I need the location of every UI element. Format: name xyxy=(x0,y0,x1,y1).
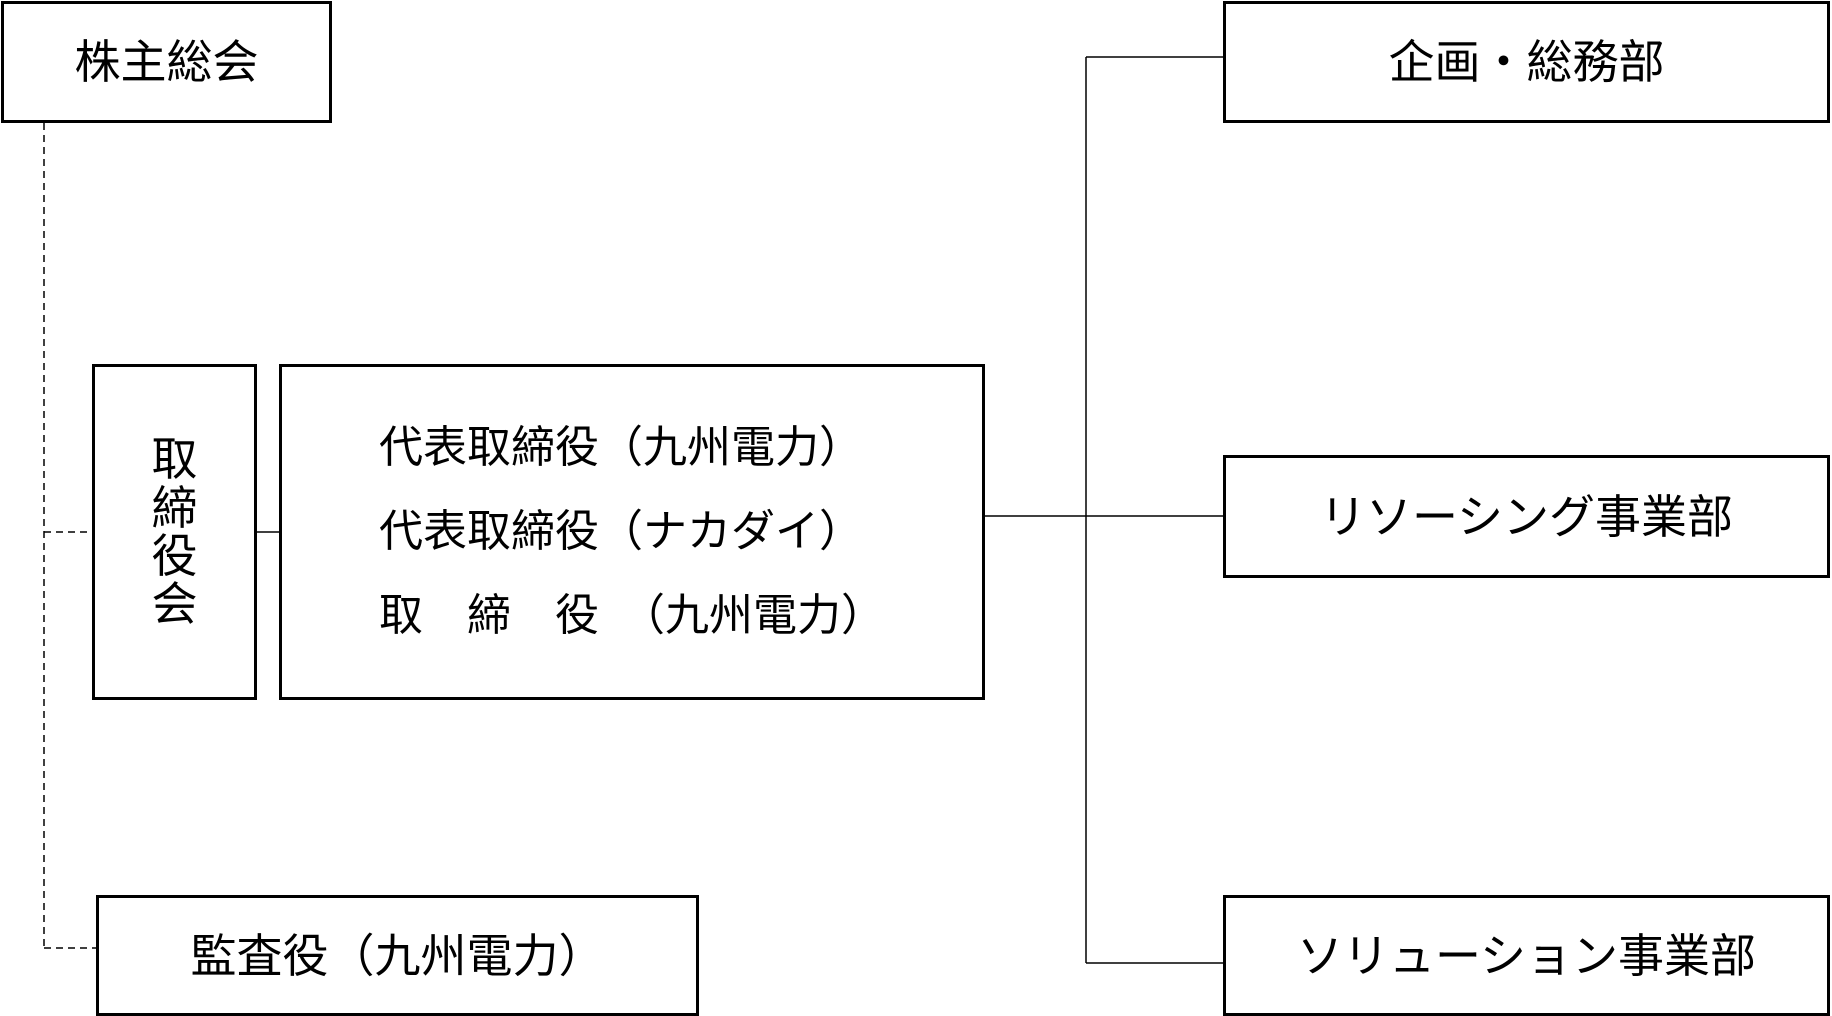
directors-box: 代表取締役（九州電力） 代表取締役（ナカダイ） 取 締 役 （九州電力） xyxy=(279,364,985,700)
director-item: 代表取締役（九州電力） xyxy=(379,422,863,473)
director-item: 代表取締役（ナカダイ） xyxy=(379,506,863,557)
board-label-char: 締 xyxy=(151,480,198,535)
department-box-planning: 企画・総務部 xyxy=(1223,1,1830,123)
shareholders-meeting-box: 株主総会 xyxy=(1,1,332,123)
board-label-char: 会 xyxy=(151,577,198,632)
board-label-char: 役 xyxy=(151,529,198,583)
auditor-label: 監査役（九州電力） xyxy=(190,928,605,983)
department-box-resourcing: リソーシング事業部 xyxy=(1223,455,1830,578)
auditor-box: 監査役（九州電力） xyxy=(96,895,699,1016)
department-label: リソーシング事業部 xyxy=(1319,489,1734,544)
department-label: 企画・総務部 xyxy=(1388,35,1665,89)
board-label-char: 取 xyxy=(151,432,198,487)
directors-list: 代表取締役（九州電力） 代表取締役（ナカダイ） 取 締 役 （九州電力） xyxy=(379,406,885,658)
director-item: 取 締 役 （九州電力） xyxy=(379,590,885,641)
board-of-directors-label: 取 締 役 会 xyxy=(152,435,198,628)
department-box-solution: ソリューション事業部 xyxy=(1223,895,1830,1016)
board-of-directors-box: 取 締 役 会 xyxy=(92,364,257,700)
shareholders-meeting-label: 株主総会 xyxy=(74,35,259,89)
department-label: ソリューション事業部 xyxy=(1296,928,1757,983)
